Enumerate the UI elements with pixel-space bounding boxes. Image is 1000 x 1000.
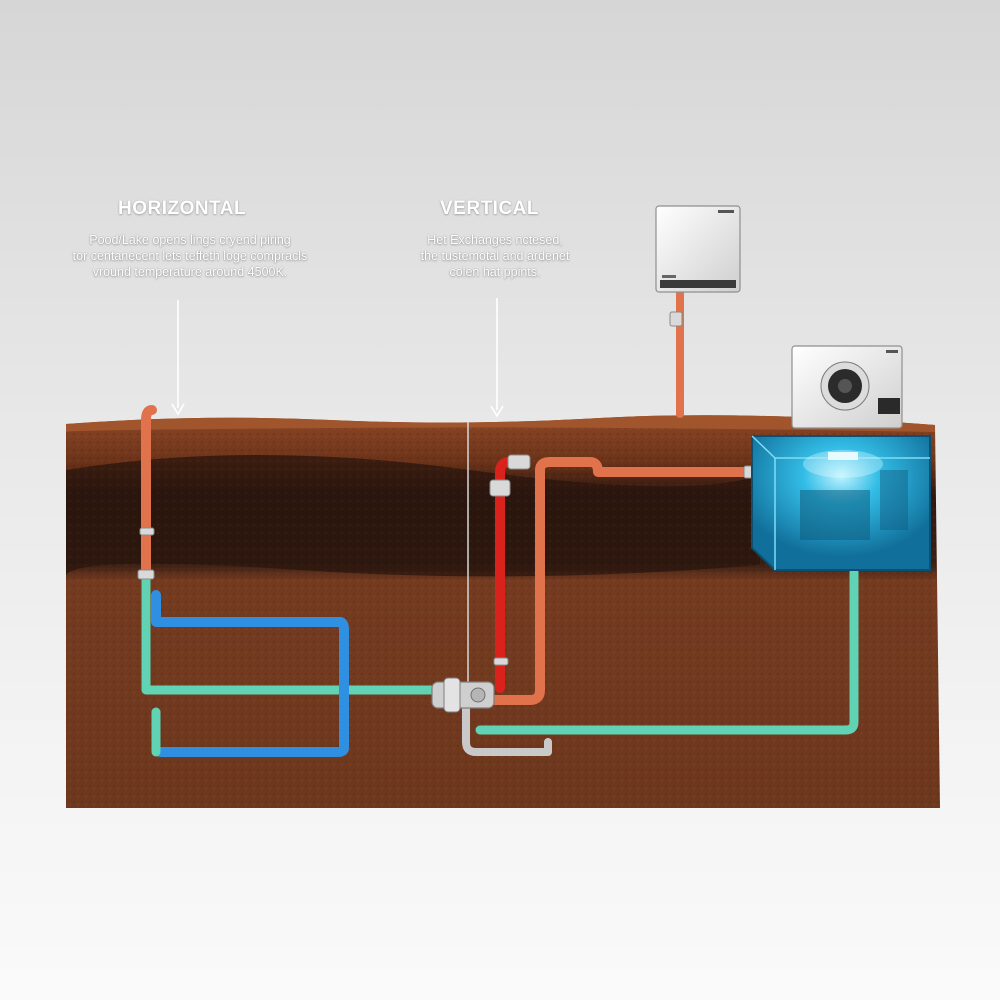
heat-pump-unit [791, 345, 903, 429]
supply-pipe-left [141, 405, 157, 580]
horizontal-desc-line: tor centanecent lets teffeth loge compra… [72, 249, 308, 263]
vertical-description: Het Exchanges nctesed, the tustemotal an… [395, 232, 595, 280]
blue-loop [151, 590, 349, 757]
copper-return-pipe [483, 457, 755, 705]
heat-exchanger-tank [751, 435, 931, 571]
horizontal-description: Pood/Lake opens lings cryend piring tor … [40, 232, 340, 280]
arrow-down-icon [171, 403, 185, 416]
horizontal-arrow [171, 300, 185, 416]
vertical-desc-line: colen hat ppints. [449, 265, 541, 279]
pipe-fittings [137, 311, 755, 666]
manifold-pipe [462, 696, 552, 756]
horizontal-desc-line: vround temperature around 4500K. [92, 265, 288, 279]
horizontal-title: HORIZONTAL [118, 198, 247, 219]
vertical-arrow [490, 298, 504, 418]
horizontal-desc-line: Pood/Lake opens lings cryend piring [89, 233, 291, 247]
arrow-down-icon [490, 405, 504, 418]
vertical-title: VERTICAL [440, 198, 539, 219]
vertical-desc-line: the tustemotal and ardenet [420, 249, 570, 263]
vertical-desc-line: Het Exchanges nctesed, [427, 233, 563, 247]
teal-to-tank [475, 567, 859, 735]
teal-loop-top [141, 570, 475, 695]
indoor-wall-unit [655, 205, 741, 293]
valve-icon [431, 677, 495, 713]
